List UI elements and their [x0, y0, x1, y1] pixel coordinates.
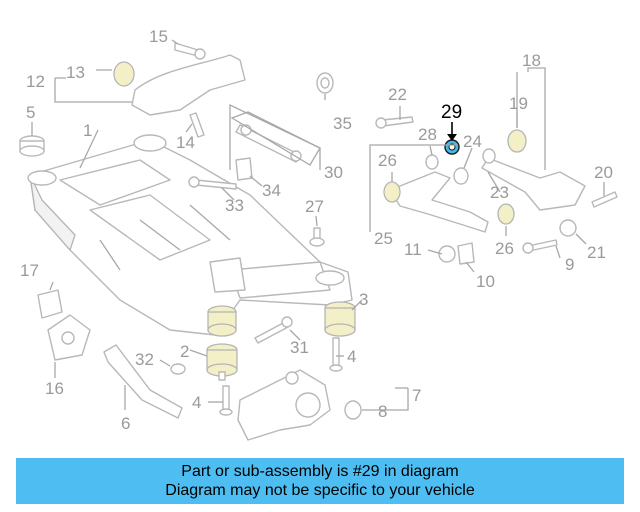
- trailing-arm-bracket: [113, 42, 246, 116]
- knuckle-7: [237, 369, 331, 441]
- label-26-upper: 26: [378, 151, 397, 170]
- bolt-20: [591, 191, 618, 208]
- label-27: 27: [305, 197, 324, 216]
- bushing-35: [316, 72, 334, 94]
- bolt-31: [254, 316, 293, 344]
- bushing-upper-mount: [207, 305, 237, 337]
- label-3: 3: [359, 290, 368, 309]
- label-22: 22: [388, 85, 407, 104]
- label-34: 34: [262, 181, 281, 200]
- label-14: 14: [176, 133, 195, 152]
- bushing-2: [206, 343, 238, 381]
- label-18: 18: [522, 51, 541, 70]
- label-31: 31: [290, 338, 309, 357]
- label-10: 10: [476, 272, 495, 291]
- control-arm-25: [383, 171, 515, 233]
- bushing-29-highlighted: [444, 139, 460, 155]
- label-23: 23: [490, 183, 509, 202]
- label-4-upper: 4: [347, 347, 356, 366]
- label-2: 2: [180, 342, 189, 361]
- strap-6: [103, 344, 183, 419]
- label-4-lower: 4: [192, 393, 201, 412]
- label-24: 24: [463, 132, 482, 151]
- label-25: 25: [374, 229, 393, 248]
- label-21: 21: [587, 243, 606, 262]
- nut-11: [438, 245, 456, 263]
- label-33: 33: [225, 196, 244, 215]
- banner-line-part: Part or sub-assembly is #29 in diagram: [181, 463, 459, 480]
- bolt-9: [522, 239, 558, 254]
- bushing-28: [425, 154, 439, 170]
- info-banner: Part or sub-assembly is #29 in diagram D…: [16, 458, 624, 504]
- leader-lines: [31, 39, 605, 411]
- label-35: 35: [333, 114, 352, 133]
- mount-17: [37, 289, 63, 319]
- label-30: 30: [324, 163, 343, 182]
- bolt-14: [189, 112, 205, 138]
- banner-line-disclaimer: Diagram may not be specific to your vehi…: [165, 482, 475, 499]
- label-7: 7: [412, 386, 421, 405]
- label-12: 12: [26, 72, 45, 91]
- bolt-22: [375, 116, 414, 129]
- label-16: 16: [45, 379, 64, 398]
- label-5: 5: [26, 103, 35, 122]
- label-17: 17: [20, 261, 39, 280]
- label-11: 11: [404, 240, 422, 259]
- bushing-24: [453, 167, 469, 185]
- rear-subframe: [27, 134, 353, 336]
- bolt-27: [309, 227, 325, 247]
- label-9: 9: [565, 255, 574, 274]
- label-19: 19: [509, 94, 528, 113]
- label-1: 1: [83, 121, 92, 140]
- label-8: 8: [378, 402, 387, 421]
- label-13: 13: [66, 63, 85, 82]
- bolt-4-lower: [219, 385, 233, 416]
- bracket-16: [47, 314, 91, 361]
- bushing-8: [344, 400, 362, 420]
- nut-32: [170, 363, 186, 375]
- lower-arm-23: [481, 129, 586, 211]
- label-6: 6: [121, 414, 130, 433]
- label-28: 28: [418, 125, 437, 144]
- label-15: 15: [149, 27, 168, 46]
- clip-34: [235, 157, 253, 181]
- bushing-3: [324, 301, 356, 337]
- bolt-33: [188, 176, 237, 190]
- label-32: 32: [135, 350, 154, 369]
- link-30: [230, 111, 321, 166]
- cap-5: [19, 135, 45, 157]
- label-26-lower: 26: [495, 239, 514, 258]
- part-labels: 1 2 3 4 4 5 6 7 8 9 10 11 12 13 14 15 16…: [20, 27, 613, 433]
- clip-10: [457, 242, 475, 265]
- label-29: 29: [441, 102, 462, 123]
- nut-21: [559, 219, 577, 237]
- bolt-4-upper: [329, 337, 343, 372]
- label-20: 20: [594, 163, 613, 182]
